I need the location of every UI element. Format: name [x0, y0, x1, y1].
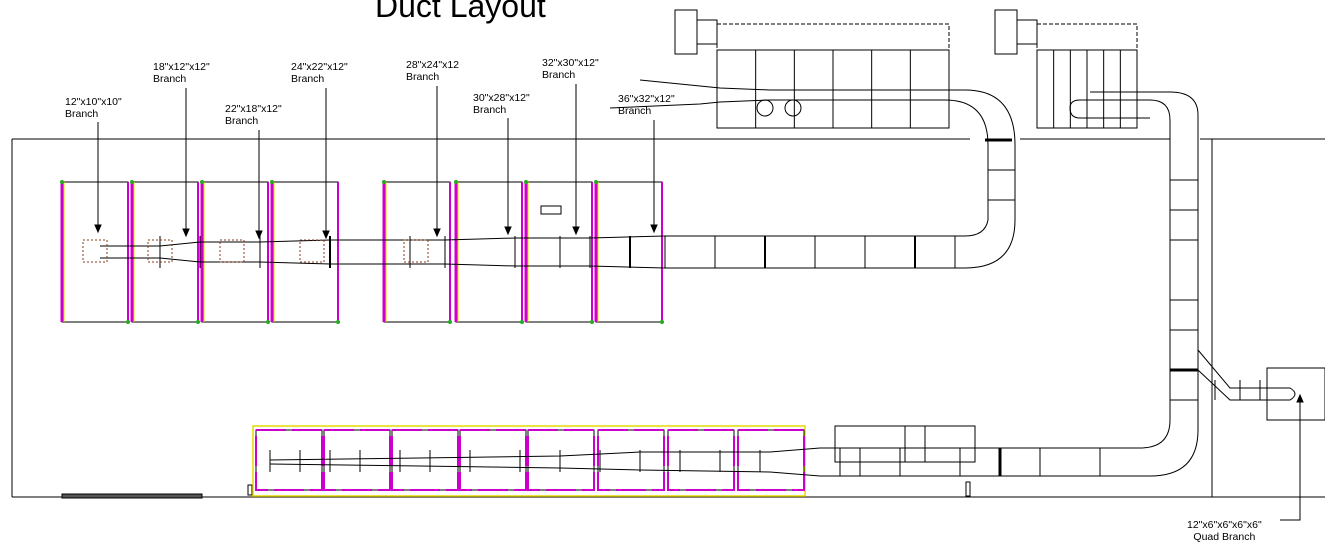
return-duct-outer [269, 138, 1199, 477]
branch-label-1: 12"x10"x10"Branch [65, 96, 122, 120]
duct-runs [82, 79, 1296, 477]
upper-booth [454, 180, 524, 324]
callout-arrow [433, 86, 441, 238]
upper-booth [270, 180, 340, 324]
upper-booth [130, 180, 200, 324]
quad-branch-duct [1197, 349, 1296, 401]
exhaust-fan-unit [994, 9, 1138, 129]
callout-arrow [572, 84, 580, 236]
access-panel [540, 205, 562, 215]
lower-booth [667, 429, 735, 491]
callout-arrow [182, 88, 190, 238]
branch-label-8: 36"x32"x12"Branch [618, 93, 675, 117]
lower-booth [597, 429, 665, 491]
drawing-title: Duct Layout [375, 0, 546, 24]
branch-label-6: 30"x28"x12"Branch [473, 92, 530, 116]
branch-connector [299, 239, 325, 263]
fan-inlet [756, 99, 774, 117]
callout-arrow [94, 122, 102, 234]
callout-arrow [650, 120, 658, 234]
main-duct-top-edge [100, 99, 989, 247]
branch-label-4: 24"x22"x12"Branch [291, 61, 348, 85]
branch-connector [82, 239, 108, 263]
branch-connector [147, 239, 173, 263]
exhaust-fan-unit [674, 9, 950, 129]
branch-connector [403, 239, 429, 263]
lower-booth [737, 429, 805, 491]
upper-booth [60, 180, 130, 324]
lower-booth [527, 429, 595, 491]
branch-connector [219, 239, 245, 263]
exhaust-fans [674, 9, 1138, 129]
upper-booth [382, 180, 452, 324]
lower-booth [255, 429, 323, 491]
wall-detail [61, 481, 971, 499]
return-duct-inner [269, 138, 1171, 461]
lower-booth [459, 429, 527, 491]
callout-arrow [322, 88, 330, 240]
branch-label-2: 18"x12"x12"Branch [153, 61, 210, 85]
callout-arrow [504, 118, 512, 236]
quad-branch-label: 12"x6"x6"x6"x6"Quad Branch [1187, 519, 1262, 543]
lower-booth [391, 429, 459, 491]
callout-arrow [255, 130, 263, 240]
upper-booth [594, 180, 664, 324]
right-fan-elbow [1069, 99, 1171, 140]
callout-arrows [94, 84, 1304, 521]
upper-booth [524, 180, 594, 324]
branch-label-7: 32"x30"x12"Branch [542, 57, 599, 81]
lower-booth-row [252, 425, 806, 497]
building-outline [11, 138, 1325, 498]
branch-label-3: 22"x18"x12"Branch [225, 103, 282, 127]
lower-booth [323, 429, 391, 491]
quad-callout-arrow [1280, 393, 1304, 521]
upper-booth [200, 180, 270, 324]
fan-inlet [784, 99, 802, 117]
upper-booth-row [60, 180, 664, 324]
main-duct-bottom-edge [100, 79, 1016, 269]
